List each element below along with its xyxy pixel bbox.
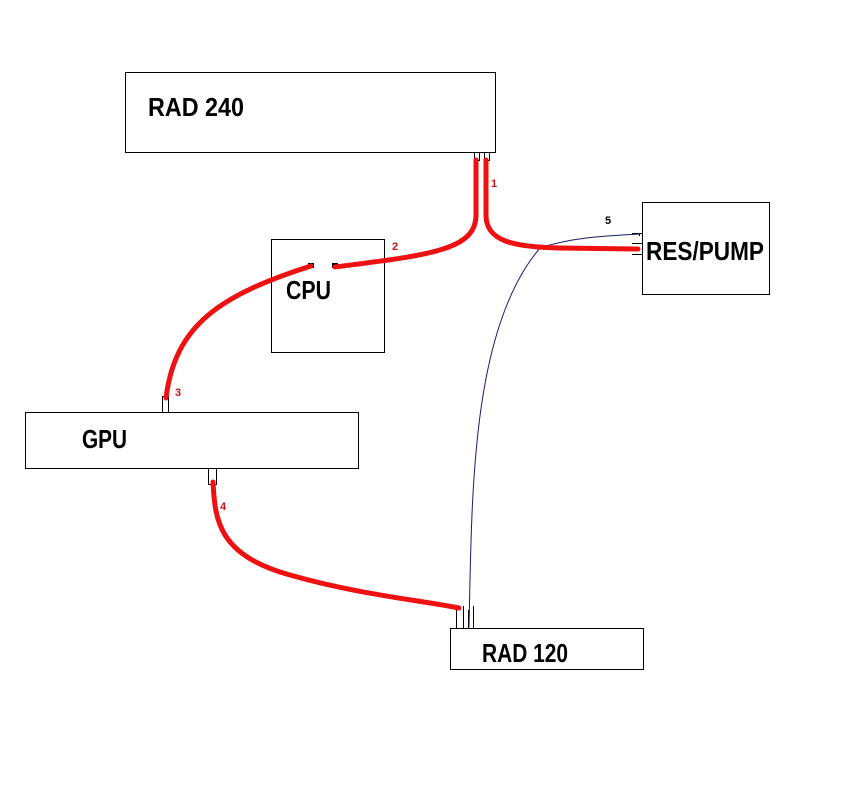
res-pump-component[interactable]: RES/PUMP [642,202,770,295]
rad240-box[interactable] [125,72,496,153]
rad120-box[interactable] [450,628,644,670]
rad240-component[interactable]: RAD 240 [125,72,496,153]
rad240-label: RAD 240 [148,92,244,122]
cpu-component[interactable]: CPU [271,239,385,353]
cpu-label: CPU [286,275,331,305]
tube-5 [468,233,641,628]
rad120-fittings [456,606,474,628]
tube-2 [332,157,479,270]
gpu-component[interactable]: GPU [25,412,359,469]
tube-label-3: 3 [175,387,181,399]
tube-1 [483,157,641,252]
gpu-label: GPU [82,424,127,454]
cpu-box[interactable] [271,239,385,353]
tube-label-2: 2 [392,241,398,253]
tube-4 [210,479,462,611]
tube-label-1: 1 [491,178,497,190]
gpu-box[interactable] [25,412,359,469]
tube-label-5: 5 [605,215,611,227]
rad120-label: RAD 120 [482,638,568,668]
tube-3 [163,263,314,401]
rad120-component[interactable]: RAD 120 [450,628,644,670]
tube-label-4: 4 [220,501,227,513]
res-pump-box[interactable] [642,202,770,295]
res-pump-label: RES/PUMP [646,236,764,266]
